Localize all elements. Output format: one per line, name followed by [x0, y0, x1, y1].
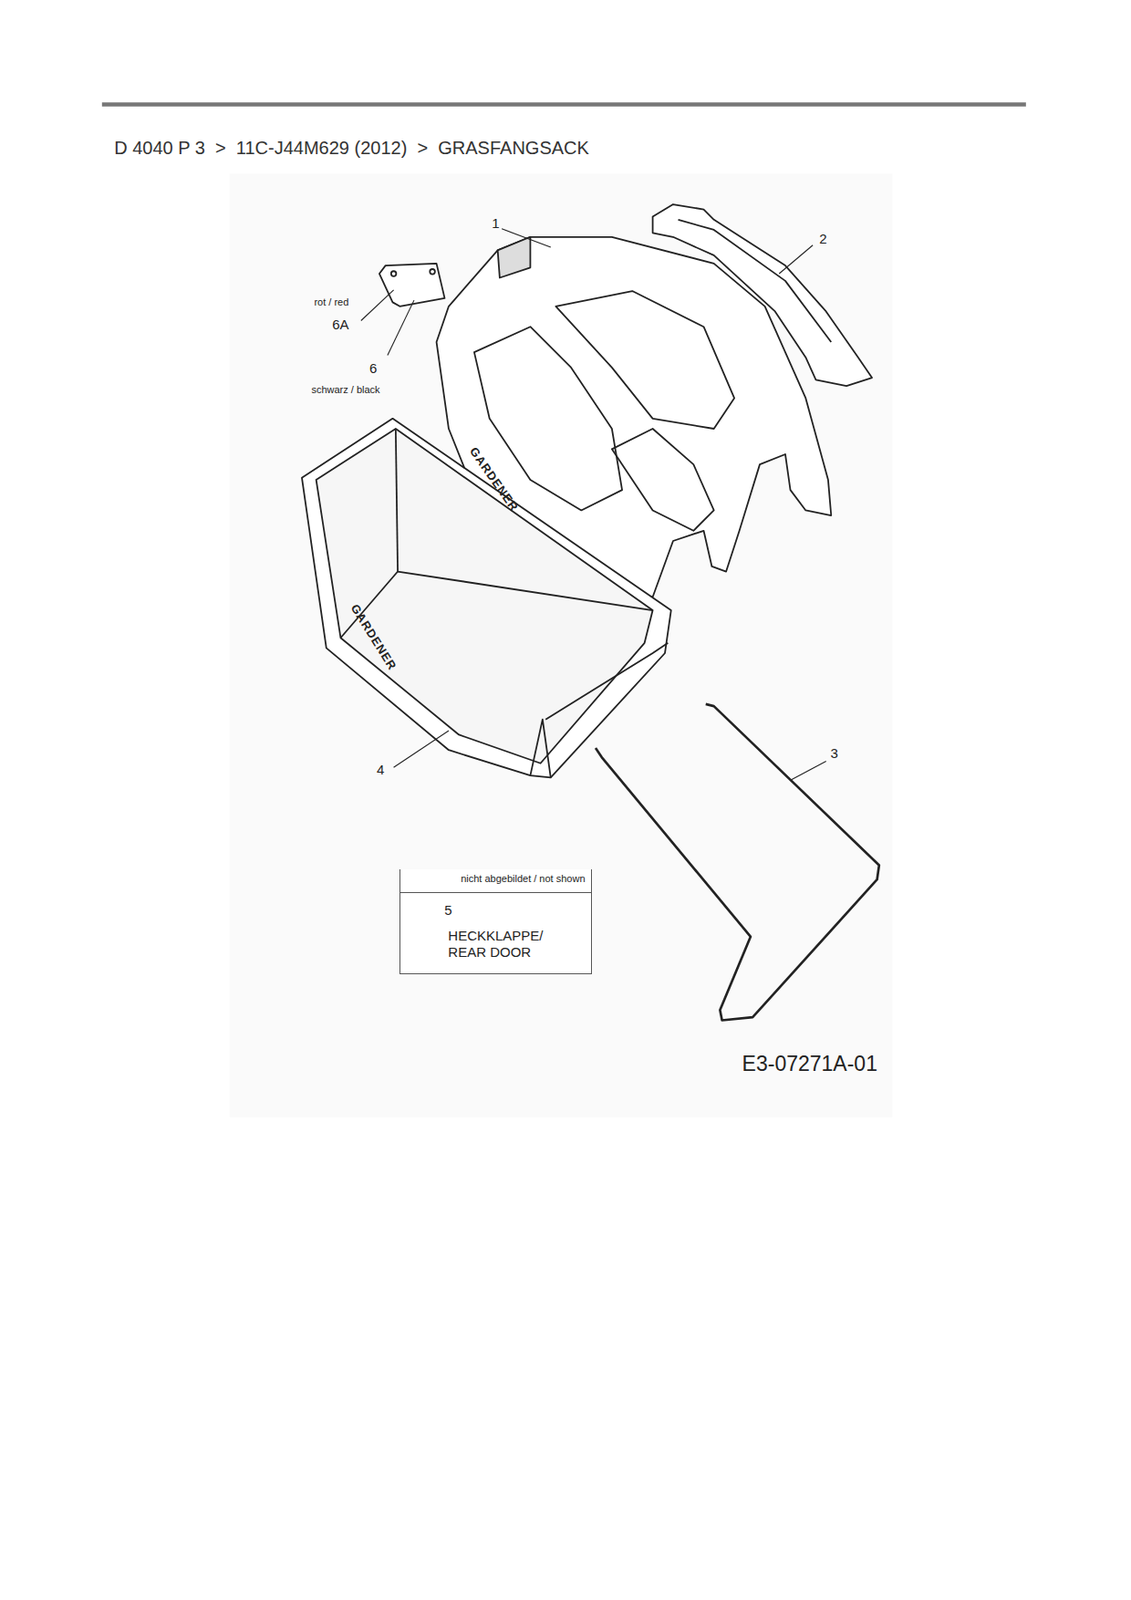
not-shown-box: nicht abgebildet / not shown5HECKKLAPPE/…	[399, 869, 592, 975]
callout-number: 1	[491, 215, 499, 231]
callout-number: 6	[369, 360, 377, 376]
part-name: HECKKLAPPE/ REAR DOOR	[400, 923, 582, 965]
callout-number: 5	[400, 892, 591, 924]
brand-logo: GARDENER	[347, 601, 399, 674]
header-rule	[102, 102, 1027, 106]
color-note: schwarz / black	[311, 383, 380, 396]
carry-handle	[653, 204, 872, 386]
callout-number: 6A	[332, 316, 349, 333]
note-header: nicht abgebildet / not shown	[400, 869, 591, 893]
illustration-ground	[229, 173, 893, 1117]
callout-number: 3	[830, 746, 838, 762]
callout-number: 4	[376, 762, 384, 779]
callout-number: 2	[819, 230, 827, 247]
breadcrumb-title: D 4040 P 3 > 11C-J44M629 (2012) > GRASFA…	[114, 137, 590, 159]
drawing-number: E3-07271A-01	[742, 1051, 878, 1076]
brand-logo: GARDENER	[466, 444, 521, 514]
color-note: rot / red	[313, 296, 349, 309]
grass-bag	[301, 418, 672, 779]
wire-frame	[595, 704, 880, 1021]
level-indicator-plate	[379, 263, 446, 307]
